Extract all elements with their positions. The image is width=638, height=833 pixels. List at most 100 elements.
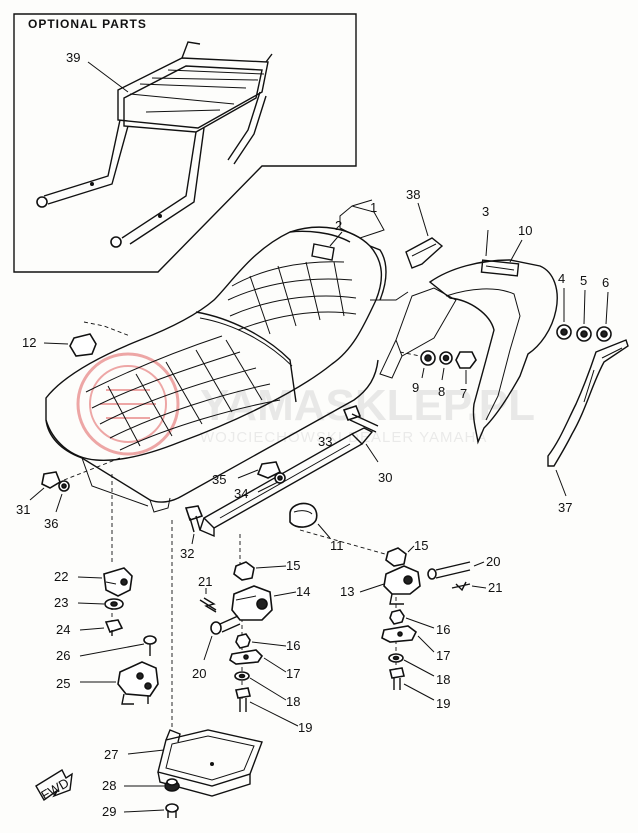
- callout-6: 6: [602, 275, 609, 290]
- cap-15-right: [385, 547, 407, 567]
- callout-37: 37: [558, 500, 572, 515]
- callout-13: 13: [340, 584, 354, 599]
- callout-16b: 16: [436, 622, 450, 637]
- hardware-9-8-7: [420, 350, 477, 369]
- callout-9: 9: [412, 380, 419, 395]
- callout-33: 33: [318, 434, 332, 449]
- callout-24: 24: [56, 622, 70, 637]
- callout-34: 34: [234, 486, 248, 501]
- latch-13-drawing: [383, 565, 421, 605]
- strip-30-drawing: [199, 427, 374, 538]
- callout-19b: 19: [436, 696, 450, 711]
- spring-21-right: [451, 581, 471, 592]
- rack-mount-right: [110, 236, 122, 248]
- hardware-35-34: [256, 461, 286, 484]
- watermark: YAMASKLEP.PL WOJCIECHOWSKI DEALER YAMAHA: [76, 352, 535, 456]
- callout-19a: 19: [298, 720, 312, 735]
- screw-29-drawing: [165, 803, 179, 818]
- callout-17b: 17: [436, 648, 450, 663]
- bolt-19-right: [389, 667, 405, 690]
- callout-15b: 15: [414, 538, 428, 553]
- callout-2: 2: [335, 218, 342, 233]
- washer-18-right: [388, 653, 404, 663]
- callout-14: 14: [296, 584, 310, 599]
- strip-37-drawing: [547, 339, 629, 467]
- washer-18-left: [234, 671, 250, 681]
- callout-12: 12: [22, 335, 36, 350]
- plate-17-left: [229, 649, 264, 665]
- cap-15-left: [233, 561, 255, 581]
- watermark-logo-inner: [89, 365, 167, 443]
- callout-10: 10: [518, 223, 532, 238]
- callout-22: 22: [54, 569, 68, 584]
- optional-parts-box: OPTIONAL PARTS 39: [13, 13, 357, 273]
- callout-25: 25: [56, 676, 70, 691]
- watermark-logo-lines: [100, 389, 156, 419]
- callout-39: 39: [66, 50, 80, 65]
- callout-20a: 20: [486, 554, 500, 569]
- callout-11: 11: [330, 538, 344, 553]
- washer-23-drawing: [104, 598, 124, 610]
- rubber-11-drawing: [289, 502, 318, 528]
- pin-20-right: [427, 561, 471, 580]
- callout-3: 3: [482, 204, 489, 219]
- washers-4-5-6: [556, 324, 612, 342]
- seat-drawing: [45, 226, 409, 513]
- callout-4: 4: [558, 271, 565, 286]
- callout-17a: 17: [286, 666, 300, 681]
- callout-36: 36: [44, 516, 58, 531]
- plate-17-right: [381, 625, 418, 643]
- tail-cowl-drawing: [379, 259, 558, 445]
- hinge-22-drawing: [103, 567, 133, 597]
- hardware-31-36: [41, 471, 70, 492]
- callout-8: 8: [438, 384, 445, 399]
- callout-20b: 20: [192, 666, 206, 681]
- tray-27-drawing: [157, 729, 263, 797]
- callout-30: 30: [378, 470, 392, 485]
- callout-7: 7: [460, 386, 467, 401]
- cowl-emblem: [480, 259, 520, 277]
- callout-23: 23: [54, 595, 68, 610]
- watermark-tagline: WOJCIECHOWSKI DEALER YAMAHA: [200, 429, 487, 446]
- part-12-drawing: [69, 333, 97, 357]
- callout-1: 1: [370, 200, 377, 215]
- callout-27: 27: [104, 747, 118, 762]
- callout-32: 32: [180, 546, 194, 561]
- screw-26-drawing: [143, 635, 157, 656]
- optional-parts-frame: [13, 13, 357, 273]
- grommet-28-drawing: [164, 778, 180, 792]
- watermark-logo-ring: [76, 352, 180, 456]
- callout-18a: 18: [286, 694, 300, 709]
- bolt-32-drawing: [184, 505, 204, 533]
- fwd-label: FWD: [38, 775, 71, 803]
- hinge-25-drawing: [117, 661, 159, 705]
- callout-21b: 21: [488, 580, 502, 595]
- bolt-24-drawing: [104, 619, 124, 636]
- callout-16a: 16: [286, 638, 300, 653]
- callout-18b: 18: [436, 672, 450, 687]
- optional-parts-title: OPTIONAL PARTS: [28, 17, 147, 31]
- pin-20-left: [210, 615, 241, 635]
- rack-mount-left: [36, 196, 48, 208]
- callout-28: 28: [102, 778, 116, 793]
- callout-15a: 15: [286, 558, 300, 573]
- callout-35: 35: [212, 472, 226, 487]
- callout-29: 29: [102, 804, 116, 819]
- spring-21-left: [199, 597, 217, 613]
- callout-26: 26: [56, 648, 70, 663]
- callout-5: 5: [580, 273, 587, 288]
- strip-38-drawing: [405, 237, 444, 269]
- callout-38: 38: [406, 187, 420, 202]
- seat-emblem: [311, 243, 335, 261]
- bolt-19-left: [235, 687, 251, 712]
- collar-16-left: [235, 633, 251, 649]
- luggage-rack-drawing: [36, 41, 273, 248]
- callout-31: 31: [16, 502, 30, 517]
- collar-16-right: [389, 609, 405, 625]
- callout-21a: 21: [198, 574, 212, 589]
- bolt-33-drawing: [342, 405, 379, 433]
- latch-14-drawing: [231, 585, 273, 621]
- fwd-arrow: FWD: [35, 769, 73, 803]
